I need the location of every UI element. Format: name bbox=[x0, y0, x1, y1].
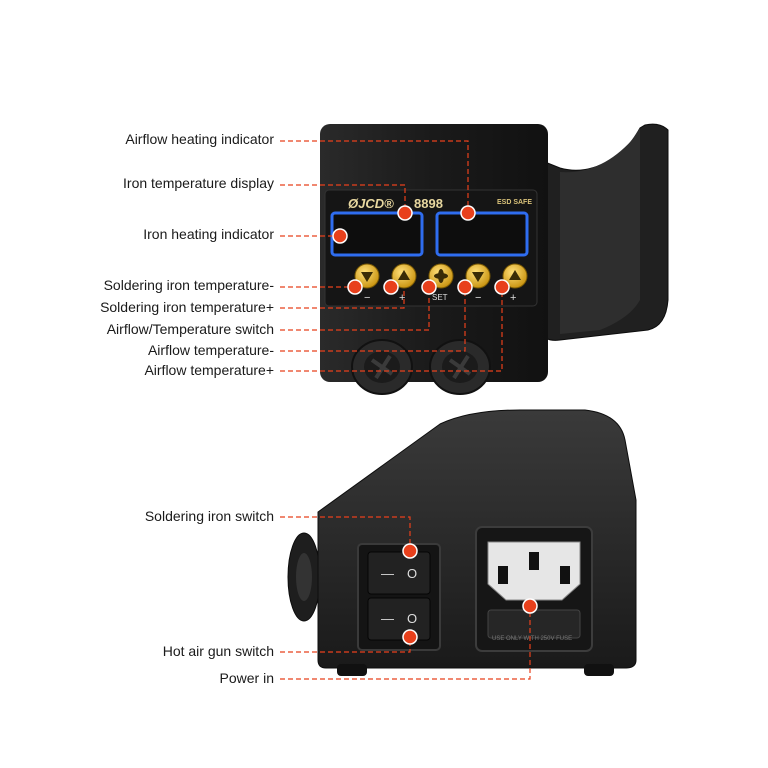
marker-airflow-temp-minus bbox=[457, 279, 473, 295]
soldering-iron-switch[interactable] bbox=[367, 551, 431, 595]
label-airflow-temperature-switch: Airflow/Temperature switch bbox=[106, 321, 274, 337]
markers bbox=[332, 205, 538, 645]
label-soldering-iron-switch: Soldering iron switch bbox=[144, 508, 274, 524]
up-arrow-icon bbox=[398, 270, 410, 280]
label-soldering-iron-temp-minus: Soldering iron temperature- bbox=[103, 277, 274, 293]
marker-iron-temperature-display bbox=[397, 205, 413, 221]
fuse-note: USE ONLY WITH 250V FUSE bbox=[492, 636, 572, 642]
iec-socket bbox=[487, 541, 581, 601]
model-number: 8898 bbox=[414, 196, 443, 211]
brand-logo: ØJCD® bbox=[348, 196, 394, 211]
up-arrow-icon bbox=[509, 270, 521, 280]
airflow-temperature-display bbox=[435, 211, 529, 257]
front-view: ØJCD® 8898 ESD SAFE − + SET − + bbox=[320, 123, 669, 395]
rocker-off-mark: — bbox=[381, 566, 394, 581]
marker-soldering-iron-switch bbox=[402, 543, 418, 559]
marker-soldering-iron-temp-plus bbox=[383, 279, 399, 295]
fuse-drawer[interactable] bbox=[487, 609, 581, 639]
leader-lines bbox=[280, 140, 531, 680]
foot bbox=[337, 664, 367, 676]
label-power-in: Power in bbox=[219, 670, 274, 686]
marker-soldering-iron-temp-minus bbox=[347, 279, 363, 295]
label-airflow-temp-plus: Airflow temperature+ bbox=[144, 362, 274, 378]
minus-label: − bbox=[475, 292, 481, 304]
marker-airflow-heating-indicator bbox=[460, 205, 476, 221]
label-iron-heating-indicator: Iron heating indicator bbox=[143, 226, 274, 242]
button-row bbox=[354, 263, 528, 289]
rocker-on-mark: O bbox=[407, 611, 417, 626]
plus-label: + bbox=[510, 292, 516, 304]
rocker-on-mark: O bbox=[407, 566, 417, 581]
marker-airflow-temp-plus bbox=[494, 279, 510, 295]
set-label: SET bbox=[432, 293, 448, 302]
iron-connector bbox=[351, 339, 413, 395]
fan-icon bbox=[433, 269, 448, 283]
hot-air-gun-switch[interactable] bbox=[367, 597, 431, 641]
down-arrow-icon bbox=[472, 272, 484, 282]
marker-power-in bbox=[522, 598, 538, 614]
marker-airflow-temperature-switch bbox=[421, 279, 437, 295]
label-hot-air-gun-switch: Hot air gun switch bbox=[162, 643, 274, 659]
plus-label: + bbox=[399, 292, 405, 304]
label-iron-temperature-display: Iron temperature display bbox=[123, 175, 274, 191]
label-airflow-temp-minus: Airflow temperature- bbox=[147, 342, 274, 358]
marker-hot-air-gun-switch bbox=[402, 629, 418, 645]
foot bbox=[584, 664, 614, 676]
label-soldering-iron-temp-plus: Soldering iron temperature+ bbox=[100, 299, 274, 315]
down-arrow-icon bbox=[361, 272, 373, 282]
side-view: — O — O USE ONLY WITH 250V FUSE bbox=[287, 409, 637, 676]
iron-holder-inner bbox=[560, 128, 640, 334]
esd-badge: ESD SAFE bbox=[497, 199, 532, 206]
hot-air-connector bbox=[429, 339, 491, 395]
marker-iron-heating-indicator bbox=[332, 228, 348, 244]
iron-temperature-display bbox=[330, 211, 424, 257]
rocker-off-mark: — bbox=[381, 611, 394, 626]
label-airflow-heating-indicator: Airflow heating indicator bbox=[125, 131, 274, 147]
minus-label: − bbox=[364, 292, 370, 304]
